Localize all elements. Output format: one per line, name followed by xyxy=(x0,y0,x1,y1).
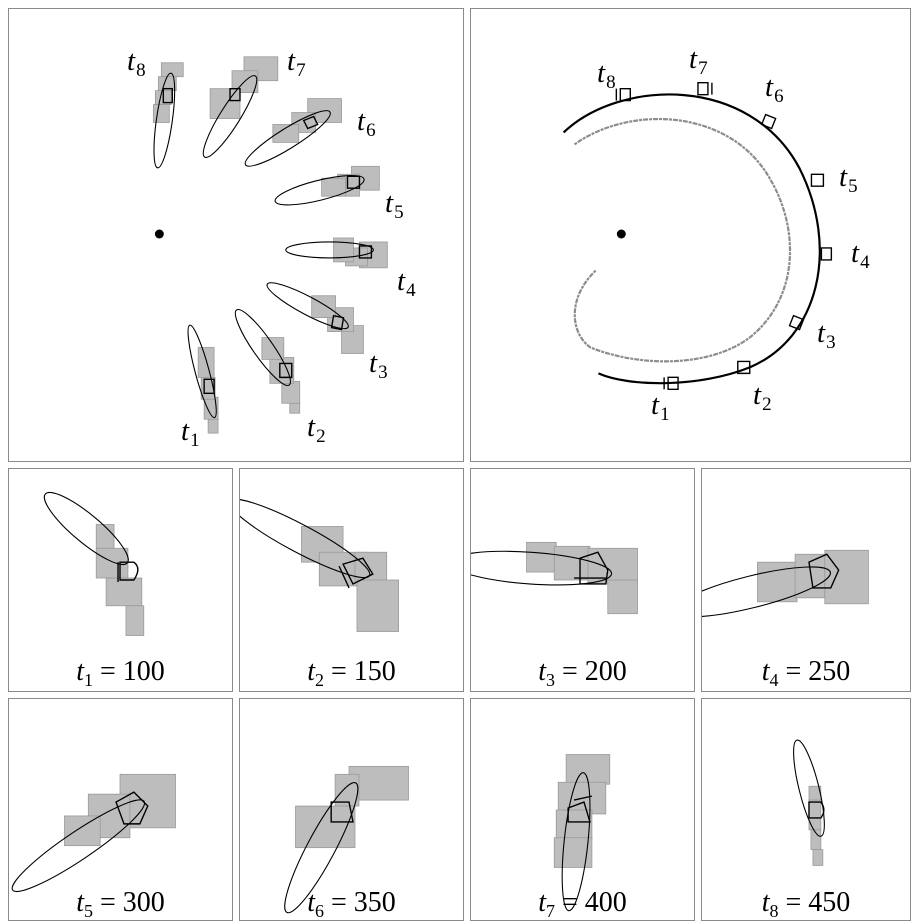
snapshot-t8-plot xyxy=(793,739,825,866)
snapshot-t7-plot xyxy=(553,754,611,912)
label-t7: t7 xyxy=(689,43,708,79)
estimate-t8 xyxy=(152,62,184,169)
snapshot-t6-plot xyxy=(284,765,409,914)
snapshot-t4: t4 = 250 xyxy=(701,468,911,692)
estimate-t1 xyxy=(187,324,219,434)
label-t2: t2 xyxy=(753,379,772,415)
snapshot-t7-caption: t7 = 400 xyxy=(538,887,627,921)
estimate-t2 xyxy=(234,309,301,414)
snapshot-t5-plot xyxy=(11,773,176,893)
estimate-t7 xyxy=(202,56,279,158)
snapshot-t5: t5 = 300 xyxy=(8,698,233,921)
snapshot-t4-plot xyxy=(702,549,869,618)
label-t3: t3 xyxy=(369,347,388,383)
estimate-t4 xyxy=(285,237,388,269)
label-t5: t5 xyxy=(839,161,858,197)
label-t7: t7 xyxy=(287,45,306,81)
center-dot xyxy=(154,229,164,239)
label-t4: t4 xyxy=(397,265,416,301)
snapshot-t2-caption: t2 = 150 xyxy=(307,656,396,690)
estimate-t6 xyxy=(244,98,342,167)
snapshot-t3: t3 = 200 xyxy=(470,468,695,692)
label-t8: t8 xyxy=(127,45,146,81)
label-t6: t6 xyxy=(765,71,784,107)
snapshot-t2-plot xyxy=(240,498,399,632)
snapshot-t3-plot xyxy=(471,541,638,615)
label-t6: t6 xyxy=(357,105,376,141)
label-t3: t3 xyxy=(817,317,836,353)
label-t2: t2 xyxy=(307,411,326,447)
snapshot-t5-caption: t5 = 300 xyxy=(76,887,165,921)
snapshot-t3-caption: t3 = 200 xyxy=(538,656,627,690)
true-trajectory xyxy=(562,93,821,385)
snapshot-t7: t7 = 400 xyxy=(470,698,695,921)
snapshot-t1-caption: t1 = 100 xyxy=(76,656,165,690)
snapshot-t6: t6 = 350 xyxy=(239,698,464,921)
label-t5: t5 xyxy=(385,187,404,223)
snapshot-t6-caption: t6 = 350 xyxy=(307,887,396,921)
estimates-overview-panel: t8 t7 t6 t5 t4 t3 t2 t1 xyxy=(8,8,464,462)
estimated-trajectory xyxy=(573,118,792,363)
estimates-overview-plot xyxy=(152,56,388,434)
snapshot-t2: t2 = 150 xyxy=(239,468,464,692)
label-t4: t4 xyxy=(851,237,870,273)
label-t1: t1 xyxy=(181,415,200,451)
snapshot-t1: t1 = 100 xyxy=(8,468,233,692)
snapshot-t4-caption: t4 = 250 xyxy=(761,656,851,690)
estimate-t5 xyxy=(274,165,380,206)
snapshot-t1-plot xyxy=(43,491,145,636)
center-dot xyxy=(616,229,626,239)
label-t1: t1 xyxy=(651,389,670,425)
label-t8: t8 xyxy=(597,57,616,93)
trajectory-plot xyxy=(562,81,833,390)
trajectory-panel: t8 t7 t6 t5 t4 t3 t2 t1 xyxy=(470,8,911,462)
robot-markers xyxy=(615,81,833,390)
estimate-t3 xyxy=(266,282,364,354)
snapshot-t8-caption: t8 = 450 xyxy=(761,887,851,921)
snapshot-t8: t8 = 450 xyxy=(701,698,911,921)
